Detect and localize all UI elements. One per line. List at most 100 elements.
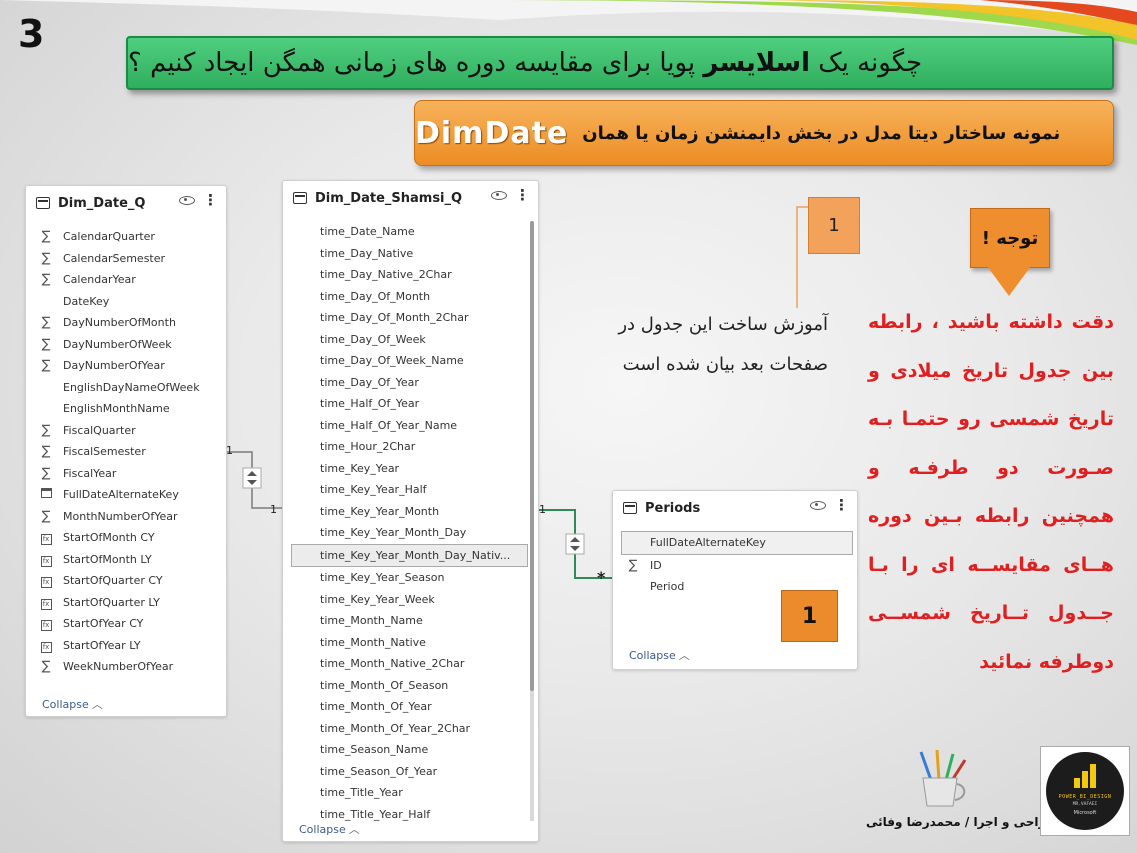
- field-row[interactable]: time_Month_Native: [283, 632, 538, 654]
- field-label: Period: [650, 580, 685, 594]
- field-row[interactable]: ∑FiscalQuarter: [26, 420, 226, 442]
- field-row[interactable]: time_Month_Of_Year_2Char: [283, 718, 538, 740]
- subtitle-persian: نمونه ساختار دیتا مدل در بخش دایمنشن زما…: [582, 122, 1061, 144]
- field-label: time_Day_Native_2Char: [320, 268, 452, 282]
- field-row[interactable]: time_Half_Of_Year: [283, 393, 538, 415]
- table-header[interactable]: Dim_Date_Shamsi_Q ⋮: [283, 181, 538, 215]
- field-label: StartOfMonth LY: [63, 552, 152, 566]
- field-row[interactable]: time_Month_Of_Season: [283, 675, 538, 697]
- page-title: چگونه یک اسلایسر پویا برای مقایسه دوره ه…: [126, 36, 1114, 90]
- field-row[interactable]: EnglishMonthName: [26, 398, 226, 420]
- field-row[interactable]: time_Key_Year: [283, 458, 538, 480]
- field-row[interactable]: ∑CalendarQuarter: [26, 226, 226, 248]
- field-row[interactable]: time_Half_Of_Year_Name: [283, 415, 538, 437]
- field-row[interactable]: time_Day_Of_Month: [283, 286, 538, 308]
- field-row[interactable]: ∑DayNumberOfWeek: [26, 334, 226, 356]
- field-label: StartOfQuarter CY: [63, 574, 163, 588]
- field-row[interactable]: time_Month_Of_Year: [283, 696, 538, 718]
- field-row[interactable]: ∑MonthNumberOfYear: [26, 506, 226, 528]
- rel-cardinality-many: *: [597, 568, 606, 587]
- field-row[interactable]: time_Title_Year_Half: [283, 804, 538, 826]
- page-title-text: چگونه یک اسلایسر پویا برای مقایسه دوره ه…: [128, 48, 923, 78]
- field-row-selected[interactable]: FullDateAlternateKey: [621, 531, 853, 555]
- field-label: time_Month_Native_2Char: [320, 657, 465, 671]
- field-label: time_Month_Of_Year: [320, 700, 432, 714]
- field-row[interactable]: ∑CalendarSemester: [26, 248, 226, 270]
- field-row[interactable]: time_Day_Of_Month_2Char: [283, 307, 538, 329]
- field-label: FullDateAlternateKey: [650, 536, 766, 550]
- eye-icon[interactable]: [179, 195, 195, 205]
- field-row[interactable]: ∑DayNumberOfYear: [26, 355, 226, 377]
- field-label: time_Key_Year_Half: [320, 483, 427, 497]
- field-row[interactable]: time_Date_Name: [283, 221, 538, 243]
- field-label: time_Key_Year: [320, 461, 400, 475]
- eye-icon[interactable]: [810, 500, 826, 510]
- paint-brush-cup-icon: [919, 750, 967, 807]
- field-label: time_Title_Year: [320, 786, 403, 800]
- field-row[interactable]: time_Key_Year_Season: [283, 567, 538, 589]
- field-row[interactable]: ∑WeekNumberOfYear: [26, 656, 226, 678]
- table-header[interactable]: Dim_Date_Q ⋮: [26, 186, 226, 220]
- field-row[interactable]: time_Key_Year_Month: [283, 501, 538, 523]
- field-row[interactable]: DateKey: [26, 291, 226, 313]
- field-row[interactable]: time_Title_Year: [283, 782, 538, 804]
- field-row[interactable]: time_Day_Of_Year: [283, 372, 538, 394]
- table-icon: [36, 197, 50, 209]
- more-options-icon[interactable]: ⋮: [203, 191, 218, 209]
- subtitle-english: DimDate: [415, 115, 569, 151]
- field-label: FiscalSemester: [63, 445, 146, 459]
- field-label: time_Month_Native: [320, 635, 426, 649]
- field-row[interactable]: ∑ID: [613, 555, 857, 577]
- field-row[interactable]: EnglishDayNameOfWeek: [26, 377, 226, 399]
- field-label: time_Half_Of_Year: [320, 397, 420, 411]
- field-row[interactable]: time_Day_Native: [283, 243, 538, 265]
- table-name: Dim_Date_Q: [58, 195, 146, 211]
- field-row[interactable]: time_Day_Native_2Char: [283, 264, 538, 286]
- field-row[interactable]: time_Month_Native_2Char: [283, 653, 538, 675]
- rel-cardinality-one: 1: [226, 444, 233, 457]
- field-row[interactable]: ∑DayNumberOfMonth: [26, 312, 226, 334]
- warning-note: دقت داشته باشید ، رابطه بین جدول تاریخ م…: [868, 311, 1114, 673]
- field-label: ID: [650, 558, 662, 572]
- table-card-dim-date-q[interactable]: Dim_Date_Q ⋮ ∑CalendarQuarter∑CalendarSe…: [25, 185, 227, 717]
- field-row[interactable]: time_Key_Year_Week: [283, 589, 538, 611]
- field-row[interactable]: time_Key_Year_Half: [283, 479, 538, 501]
- field-label: FiscalQuarter: [63, 423, 136, 437]
- field-row[interactable]: time_Month_Name: [283, 610, 538, 632]
- collapse-button[interactable]: Collapse︿: [42, 698, 103, 711]
- field-row[interactable]: ∑CalendarYear: [26, 269, 226, 291]
- scrollbar-thumb[interactable]: [530, 221, 534, 691]
- slide-number: 3: [18, 12, 45, 56]
- eye-icon[interactable]: [491, 190, 507, 200]
- measure-icon: fx: [38, 595, 54, 610]
- field-label: time_Half_Of_Year_Name: [320, 418, 458, 432]
- field-row[interactable]: ∑FiscalYear: [26, 463, 226, 485]
- measure-icon: fx: [38, 638, 54, 653]
- more-options-icon[interactable]: ⋮: [834, 496, 849, 514]
- sigma-icon: ∑: [41, 444, 51, 460]
- field-row[interactable]: time_Day_Of_Week_Name: [283, 350, 538, 372]
- field-row[interactable]: ∑ FiscalSemester: [26, 441, 226, 463]
- field-row-selected[interactable]: time_Key_Year_Month_Day_Nativ...: [291, 543, 528, 567]
- field-row[interactable]: FullDateAlternateKey: [26, 484, 226, 506]
- field-row[interactable]: time_Key_Year_Month_Day: [283, 522, 538, 544]
- table-header[interactable]: Periods ⋮: [613, 491, 857, 525]
- more-options-icon[interactable]: ⋮: [515, 186, 530, 204]
- field-row[interactable]: time_Season_Of_Year: [283, 761, 538, 783]
- field-row[interactable]: Period: [613, 576, 857, 598]
- sigma-icon: ∑: [41, 315, 51, 331]
- field-row[interactable]: time_Day_Of_Week: [283, 329, 538, 351]
- field-label: WeekNumberOfYear: [63, 660, 174, 674]
- collapse-button[interactable]: Collapse︿: [283, 821, 538, 841]
- field-row[interactable]: time_Season_Name: [283, 739, 538, 761]
- field-row[interactable]: time_Hour_2Char: [283, 436, 538, 458]
- collapse-button[interactable]: Collapse︿: [629, 649, 690, 662]
